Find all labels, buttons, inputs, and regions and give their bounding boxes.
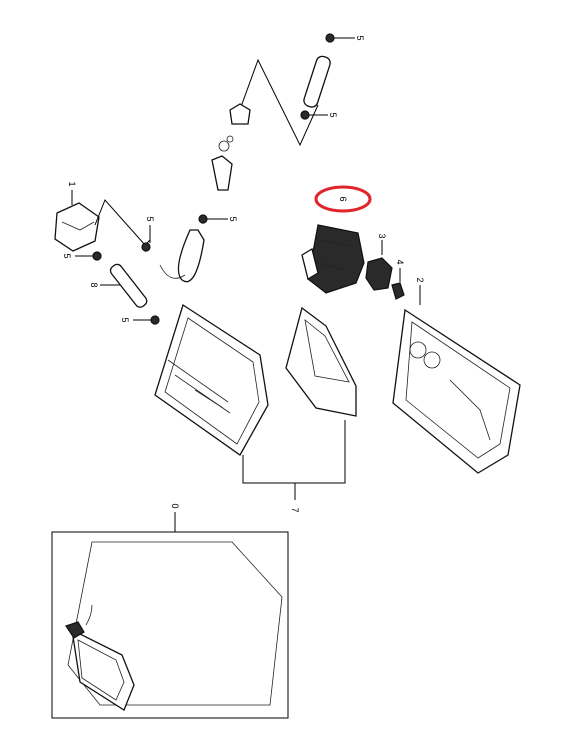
label-5-lower: 5: [120, 317, 130, 322]
highlight-circle: [314, 185, 372, 213]
label-6: 6: [338, 196, 348, 201]
label-5-left-upper: 5: [145, 216, 155, 221]
upper-hose-assembly: [54, 33, 355, 325]
kit-box: [51, 512, 289, 719]
label-5-mid: 5: [228, 216, 238, 221]
base-frame: [154, 303, 269, 456]
label-5-top: 5: [355, 35, 365, 40]
label-4: 4: [395, 259, 405, 264]
label-5-upper: 5: [328, 112, 338, 117]
label-7: 7: [290, 507, 300, 512]
label-2: 2: [415, 277, 425, 282]
main-pump: [301, 224, 365, 294]
label-0: 0: [170, 503, 180, 508]
center-panel: [285, 306, 357, 417]
small-parts: [365, 240, 405, 300]
label-3: 3: [377, 233, 387, 238]
label-5-left: 5: [62, 253, 72, 258]
label-8: 8: [89, 282, 99, 287]
label-1: 1: [67, 181, 77, 186]
sump-tray: [392, 285, 521, 474]
